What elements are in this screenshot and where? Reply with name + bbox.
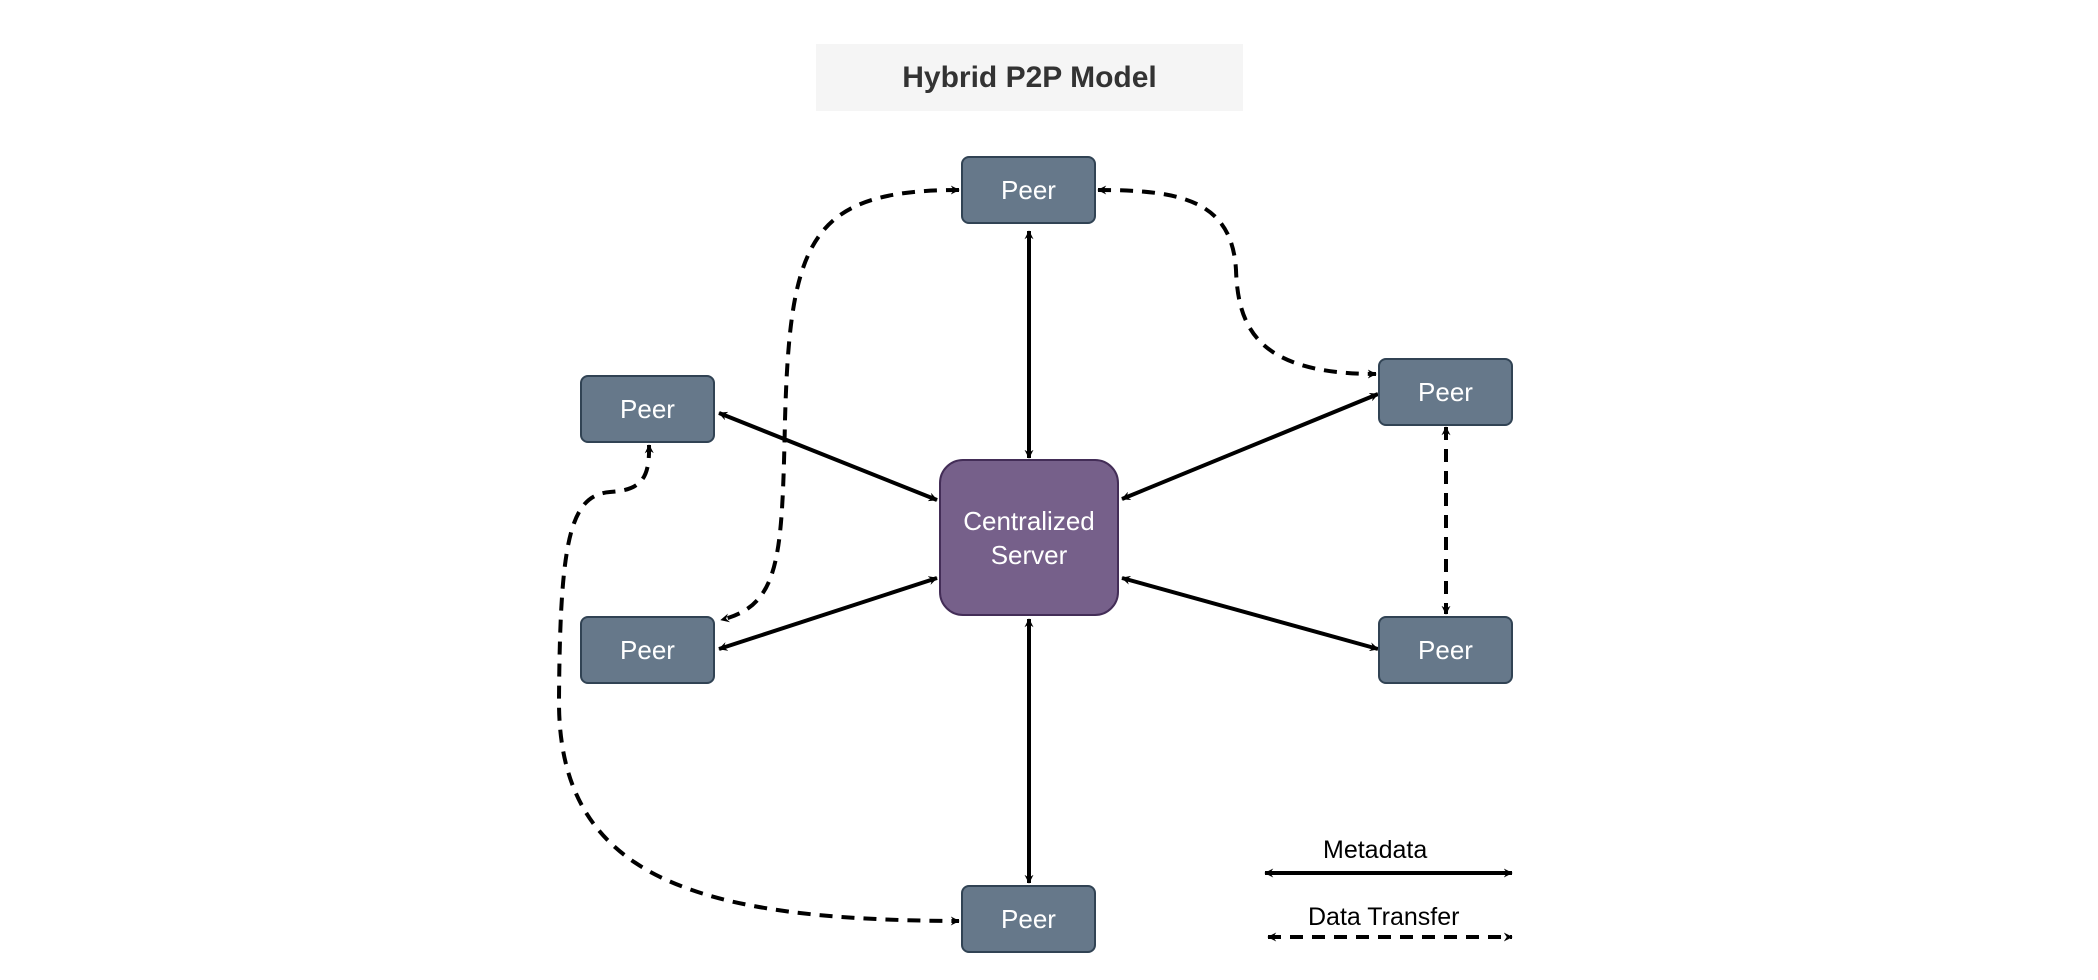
metadata-link-upper-left: [718, 411, 938, 502]
peer-node-top: Peer: [961, 156, 1096, 224]
centralized-server-node: Centralized Server: [939, 459, 1119, 616]
data-transfer-top-to-upper-right: [1097, 185, 1377, 379]
metadata-link-lower-right: [1121, 575, 1379, 652]
peer-node-upper-right: Peer: [1378, 358, 1513, 426]
metadata-link-lower-left: [718, 576, 938, 651]
peer-node-lower-left: Peer: [580, 616, 715, 684]
data-transfer-upper-left-to-bottom: [556, 444, 960, 926]
metadata-link-upper-right: [1121, 392, 1379, 501]
server-label-line1: Centralized: [963, 505, 1095, 536]
diagram-title: Hybrid P2P Model: [816, 44, 1243, 111]
data-transfer-top-to-lower-left: [720, 185, 960, 623]
server-label-line2: Server: [990, 539, 1068, 570]
legend-metadata-label: Metadata: [1323, 836, 1428, 864]
legend-data-transfer-label: Data Transfer: [1308, 903, 1460, 931]
peer-node-bottom: Peer: [961, 885, 1096, 953]
peer-node-upper-left: Peer: [580, 375, 715, 443]
peer-node-lower-right: Peer: [1378, 616, 1513, 684]
